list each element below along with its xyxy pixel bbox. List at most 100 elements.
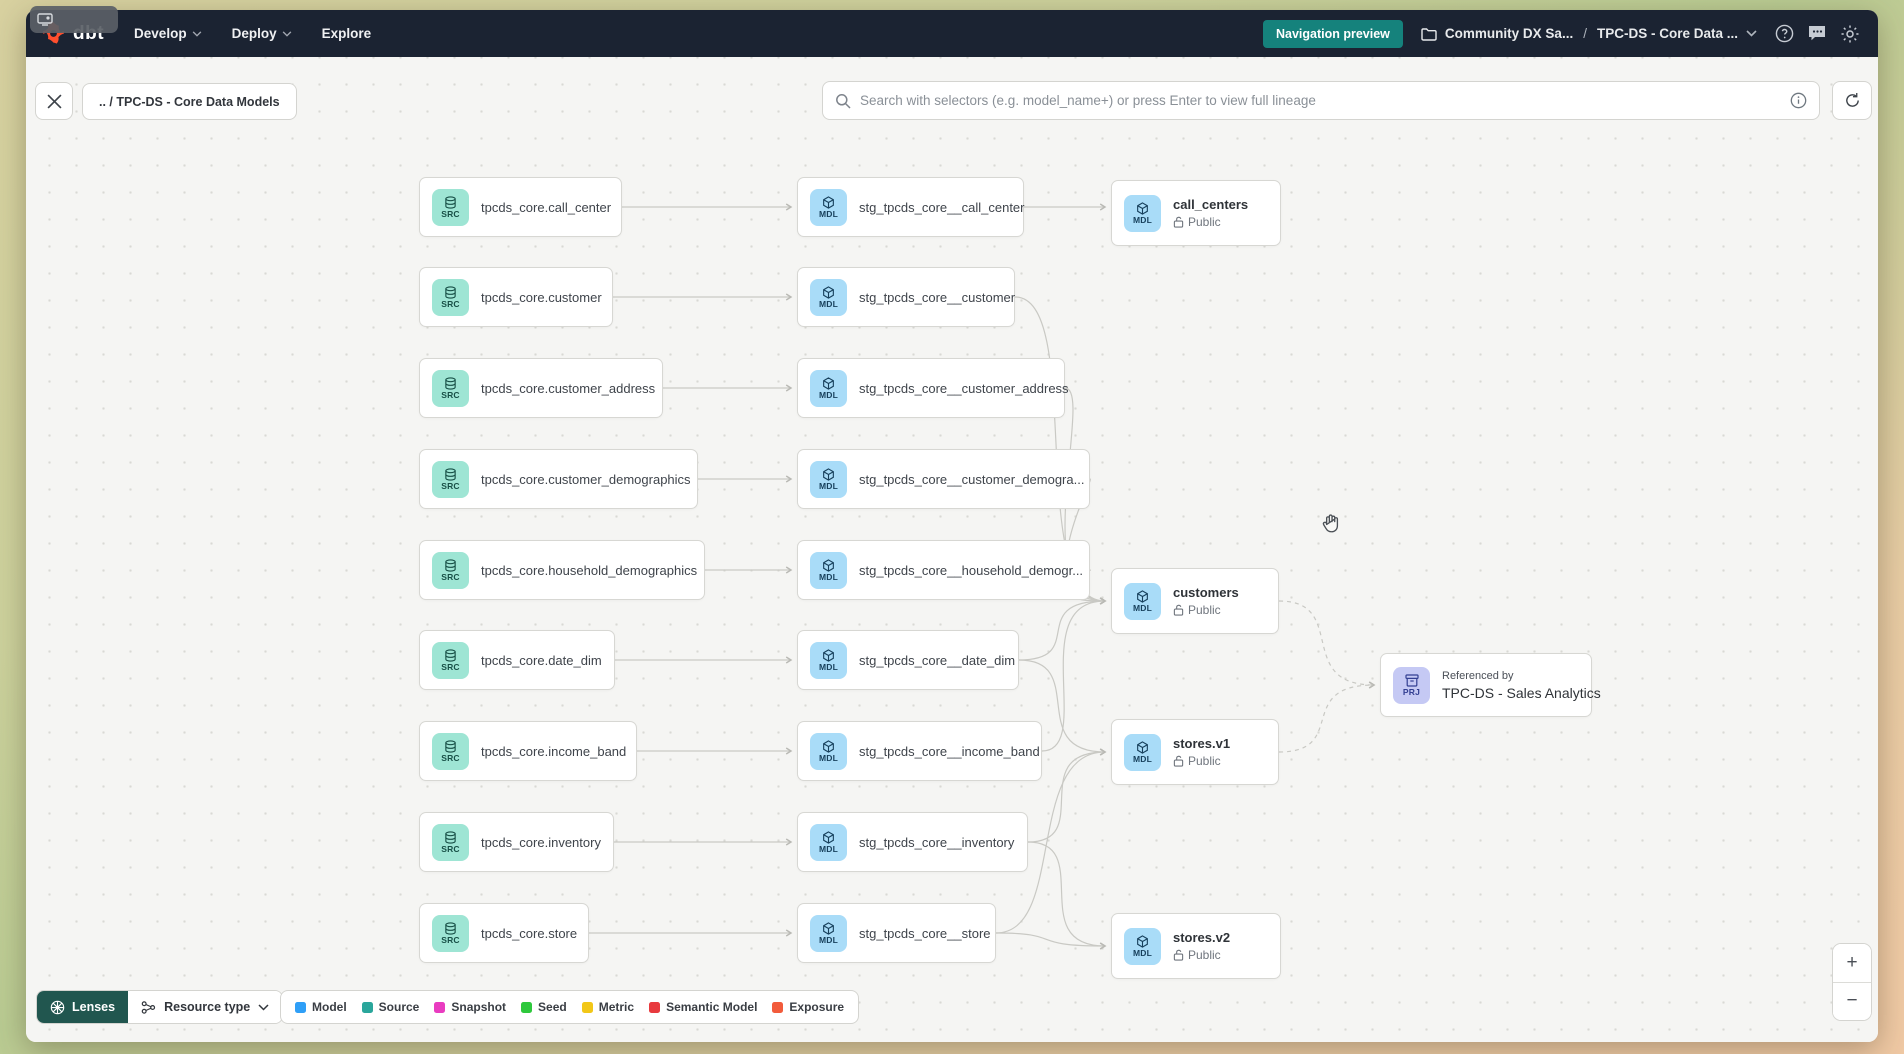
src-badge-icon: SRC bbox=[432, 914, 469, 952]
settings-gear-icon[interactable] bbox=[1840, 24, 1860, 44]
database-icon bbox=[445, 285, 456, 299]
cube-icon bbox=[1137, 201, 1148, 215]
database-icon bbox=[445, 195, 456, 209]
node-label: stg_tpcds_core__customer_address bbox=[859, 380, 1069, 396]
mdl-badge-icon: MDL bbox=[1124, 733, 1161, 771]
src-badge-icon: SRC bbox=[432, 188, 469, 226]
mdl-badge-icon: MDL bbox=[810, 641, 847, 679]
search-icon bbox=[836, 93, 851, 109]
legend-item-exposure: Exposure bbox=[772, 1000, 844, 1014]
node-pre-label: Referenced by bbox=[1442, 669, 1514, 682]
edge-m8-p4 bbox=[1027, 841, 1107, 950]
nav-item-develop[interactable]: Develop bbox=[134, 26, 202, 41]
graph-node-tpcds-core-customer[interactable]: SRC tpcds_core.customer bbox=[419, 267, 613, 327]
lineage-breadcrumb-chip[interactable]: .. / TPC-DS - Core Data Models bbox=[82, 83, 297, 120]
graph-node-tpcds-core-call-center[interactable]: SRC tpcds_core.call_center bbox=[419, 177, 622, 237]
main-menu: Develop Deploy Explore bbox=[134, 26, 371, 41]
mdl-badge-icon: MDL bbox=[1124, 927, 1161, 965]
src-badge-icon: SRC bbox=[432, 278, 469, 316]
chevron-down-icon[interactable] bbox=[1746, 30, 1757, 37]
breadcrumb-separator: / bbox=[1583, 26, 1587, 41]
node-access-badge: Public bbox=[1173, 215, 1248, 229]
node-label: stores.v1 bbox=[1173, 736, 1231, 751]
resource-type-label: Resource type bbox=[164, 1000, 251, 1014]
legend-item-snapshot: Snapshot bbox=[434, 1000, 506, 1014]
resource-type-dropdown[interactable]: Resource type bbox=[128, 991, 283, 1023]
node-access-badge: Public bbox=[1173, 948, 1230, 962]
legend-swatch bbox=[361, 1001, 373, 1013]
lenses-button[interactable]: Lenses bbox=[37, 991, 129, 1023]
chevron-down-icon bbox=[192, 30, 201, 37]
cube-icon bbox=[823, 648, 834, 662]
cube-icon bbox=[823, 739, 834, 753]
node-access-badge: Public bbox=[1173, 754, 1230, 768]
info-icon[interactable] bbox=[1790, 92, 1807, 109]
breadcrumb-project[interactable]: Community DX Sa... bbox=[1444, 26, 1574, 41]
breadcrumb-page[interactable]: TPC-DS - Core Data ... bbox=[1596, 26, 1738, 41]
legend-swatch bbox=[295, 1001, 306, 1013]
search-input[interactable] bbox=[860, 93, 1781, 108]
zoom-controls: + − bbox=[1832, 943, 1872, 1021]
cube-icon bbox=[1137, 934, 1148, 948]
src-badge-icon: SRC bbox=[432, 732, 469, 770]
node-label: tpcds_core.customer bbox=[481, 289, 602, 305]
legend-item-metric: Metric bbox=[581, 1000, 634, 1014]
navigation-preview-badge[interactable]: Navigation preview bbox=[1262, 19, 1403, 48]
lock-open-icon bbox=[1173, 949, 1184, 961]
mdl-badge-icon: MDL bbox=[810, 369, 847, 407]
help-icon[interactable] bbox=[1775, 24, 1794, 43]
lock-open-icon bbox=[1173, 216, 1184, 228]
legend-swatch bbox=[521, 1001, 533, 1013]
mdl-badge-icon: MDL bbox=[810, 914, 847, 952]
lock-open-icon bbox=[1173, 604, 1184, 616]
src-badge-icon: SRC bbox=[432, 823, 469, 861]
node-label: stg_tpcds_core__inventory bbox=[859, 834, 1015, 850]
mdl-badge-icon: MDL bbox=[810, 732, 847, 770]
lineage-content: .. / TPC-DS - Core Data Models SRCtpcds_… bbox=[26, 57, 1878, 1042]
mdl-badge-icon: MDL bbox=[1124, 582, 1161, 620]
zoom-in-button[interactable]: + bbox=[1833, 944, 1871, 983]
zoom-out-button[interactable]: − bbox=[1833, 982, 1871, 1020]
mdl-badge-icon: MDL bbox=[1124, 194, 1161, 232]
node-label: tpcds_core.inventory bbox=[481, 834, 601, 850]
database-icon bbox=[445, 648, 456, 662]
graph-node-tpcds-core-inventory[interactable]: SRC tpcds_core.inventory bbox=[419, 812, 614, 872]
close-lineage-button[interactable] bbox=[35, 82, 73, 120]
nav-item-deploy[interactable]: Deploy bbox=[232, 26, 292, 41]
network-icon bbox=[141, 1000, 156, 1014]
feedback-chat-icon[interactable] bbox=[1807, 24, 1827, 43]
nav-item-explore[interactable]: Explore bbox=[321, 26, 372, 41]
refresh-lineage-button[interactable] bbox=[1832, 81, 1872, 120]
screen-icon bbox=[37, 13, 53, 26]
close-icon bbox=[46, 93, 62, 109]
graph-node-stg-tpcds-core-customer-address[interactable]: MDL stg_tpcds_core__customer_address bbox=[797, 358, 1069, 418]
legend-swatch bbox=[772, 1001, 784, 1013]
cube-icon bbox=[1137, 589, 1148, 603]
legend-item-model: Model bbox=[295, 1000, 347, 1014]
node-label: tpcds_core.call_center bbox=[481, 199, 612, 215]
project-breadcrumb: Community DX Sa... / TPC-DS - Core Data … bbox=[1421, 26, 1757, 41]
cube-icon bbox=[1137, 740, 1148, 754]
edge-m6-p3 bbox=[1018, 659, 1107, 756]
